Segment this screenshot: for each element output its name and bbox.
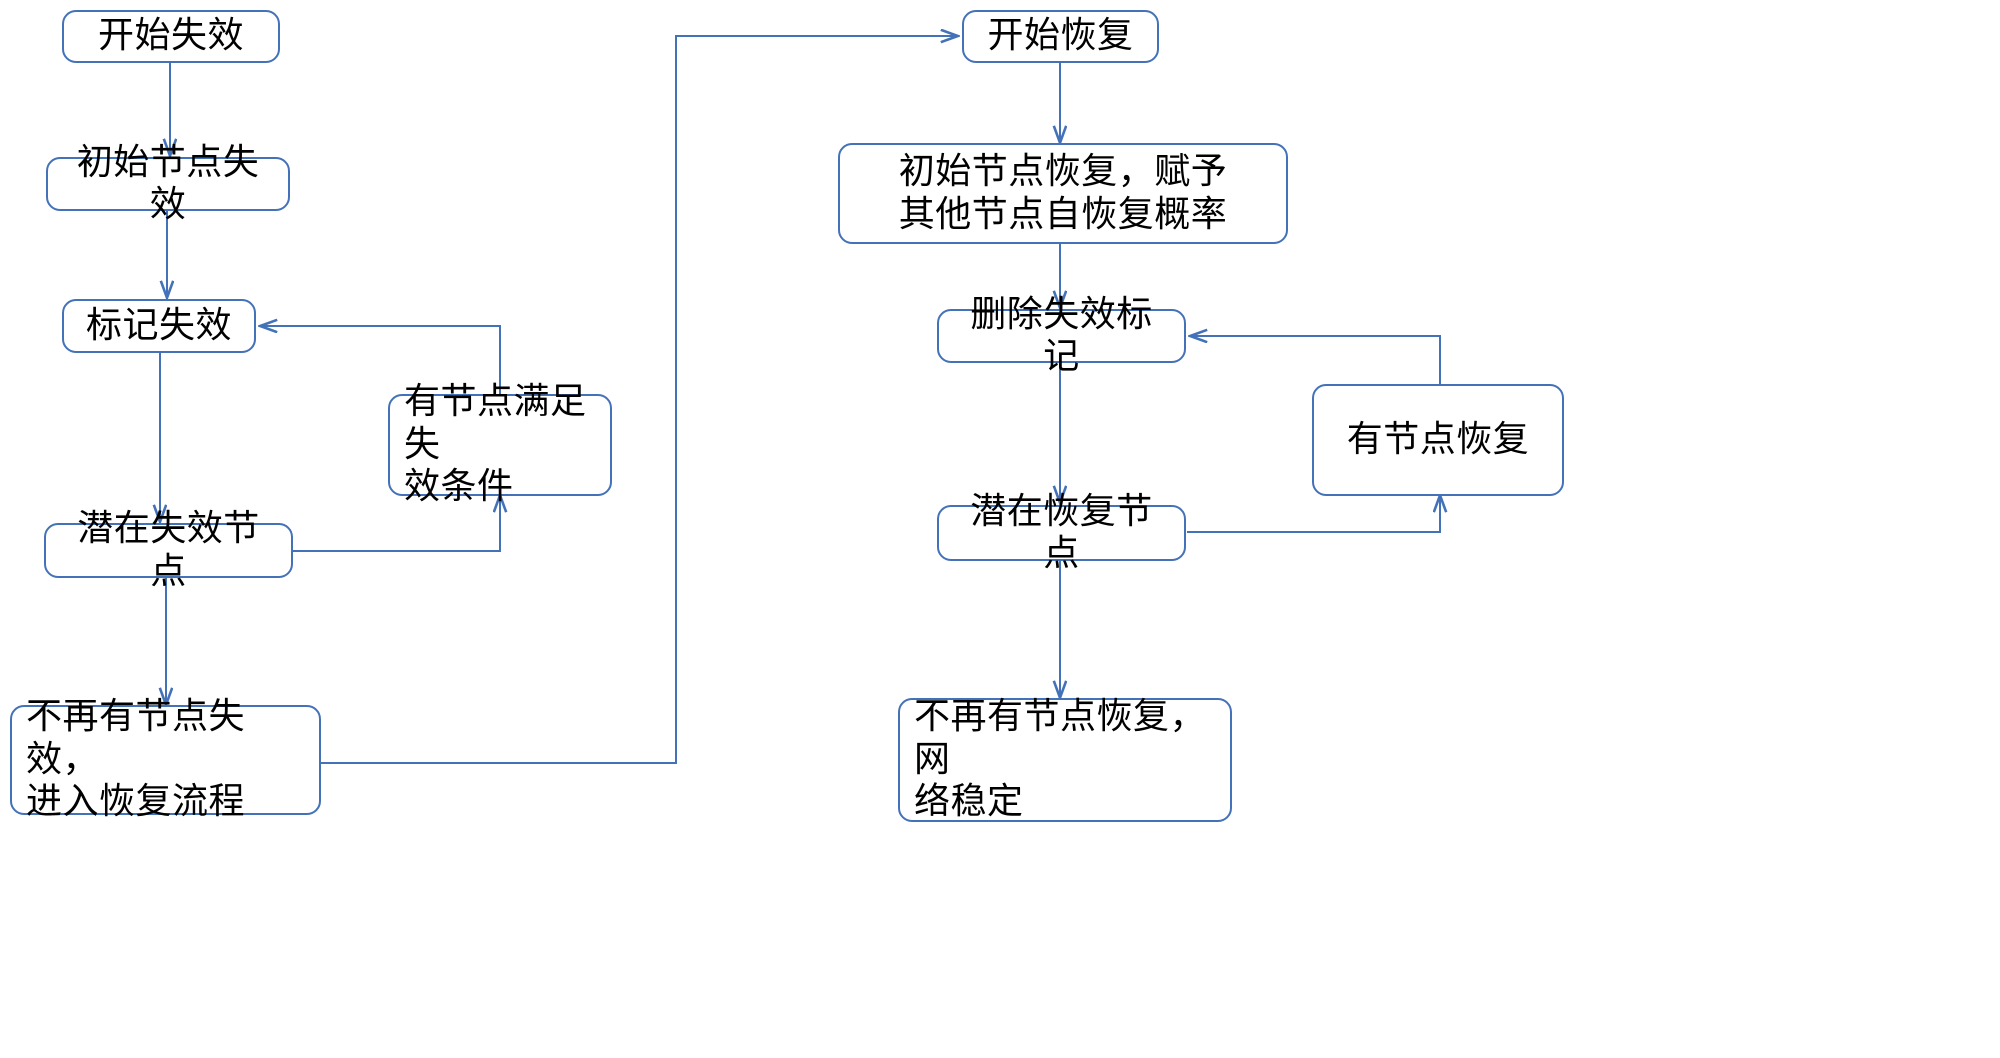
node-initial-node-recovery-label: 初始节点恢复，赋予 其他节点自恢复概率 [898, 151, 1228, 235]
node-initial-node-failure-label: 初始节点失效 [76, 141, 260, 225]
node-nodes-recovered-label: 有节点恢复 [1346, 418, 1530, 460]
node-no-more-recovery[interactable]: 不再有节点恢复，网 络稳定 [898, 696, 1232, 823]
node-initial-node-recovery[interactable]: 初始节点恢复，赋予 其他节点自恢复概率 [838, 143, 1288, 244]
node-start-recovery[interactable]: 开始恢复 [962, 10, 1159, 63]
node-potential-failure-nodes[interactable]: 潜在失效节点 [44, 508, 293, 592]
node-mark-failure-label: 标记失效 [85, 304, 232, 346]
node-no-more-recovery-label: 不再有节点恢复，网 络稳定 [914, 696, 1207, 823]
node-nodes-recovered[interactable]: 有节点恢复 [1312, 384, 1564, 496]
node-no-more-failure-label: 不再有节点失效， 进入恢复流程 [26, 696, 246, 823]
node-start-recovery-label: 开始恢复 [987, 15, 1134, 57]
node-potential-recovery-nodes-label: 潜在恢复节点 [970, 490, 1153, 574]
node-nodes-meet-failure-condition[interactable]: 有节点满足失 效条件 [388, 381, 612, 507]
node-delete-failure-mark[interactable]: 删除失效标记 [937, 294, 1186, 377]
node-delete-failure-mark-label: 删除失效标记 [970, 293, 1153, 377]
node-start-failure-label: 开始失效 [97, 15, 244, 57]
node-mark-failure[interactable]: 标记失效 [62, 299, 256, 353]
node-initial-node-failure[interactable]: 初始节点失效 [46, 142, 290, 225]
node-nodes-meet-failure-condition-label: 有节点满足失 效条件 [404, 381, 587, 508]
node-potential-failure-nodes-label: 潜在失效节点 [77, 508, 260, 592]
node-start-failure[interactable]: 开始失效 [62, 10, 280, 63]
edge-nodes-recovered-to-delete-failure-mark [1191, 336, 1441, 384]
edge-potential-recovery-nodes-to-nodes-recovered [1187, 496, 1440, 533]
node-no-more-failure[interactable]: 不再有节点失效， 进入恢复流程 [10, 696, 321, 822]
node-potential-recovery-nodes[interactable]: 潜在恢复节点 [937, 491, 1186, 574]
